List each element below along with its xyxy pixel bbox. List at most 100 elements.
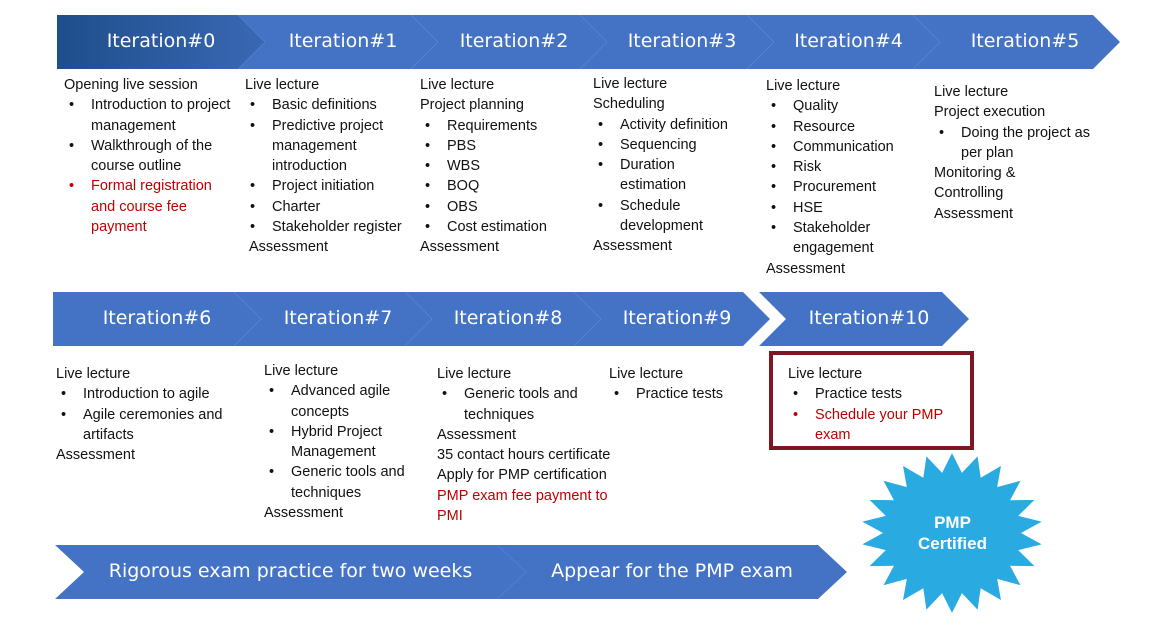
column-heading: Live lecture [593,76,668,92]
list-item: Activity definition [593,115,753,136]
iteration-10-content: Live lecture Practice tests Schedule you… [788,364,968,445]
column-heading: Live lecture [420,77,495,93]
iteration-5-label: Iteration#5 [970,30,1080,52]
chevron-iteration-2 [411,15,607,69]
list-item: PBS [420,136,590,157]
iteration-10-highlight-box [769,351,974,450]
list-item: Duration estimation [593,155,715,196]
list-item: Basic definitions [245,95,405,116]
list-item: Stakeholder engagement [766,218,888,259]
column-heading: Live lecture [766,78,841,94]
column-tail: Assessment [437,426,516,443]
chevron-iteration-4 [747,15,940,69]
column-tail: Controlling [934,185,1004,202]
iteration-10-label: Iteration#10 [808,307,930,329]
list-item: Procurement [766,177,916,198]
list-item: OBS [420,197,590,218]
column-tail: Assessment [934,205,1013,222]
column-tail: Assessment [56,447,135,464]
column-tail: Apply for PMP certification [437,467,607,484]
column-heading: Live lecture [788,366,863,382]
column-tail: PMP exam fee payment to [437,487,608,504]
list-item: WBS [420,156,590,177]
list-item: Resource [766,117,916,138]
list-item: Advanced agile concepts [264,381,401,422]
list-item: Risk [766,157,916,178]
iteration-4-content: Live lecture Quality Resource Communicat… [766,76,916,279]
list-item: Doing the project as per plan [934,123,1094,164]
chevron-appear-exam [497,545,847,599]
list-item: Requirements [420,116,590,137]
pmp-certified-star [859,450,1045,616]
column-heading: Opening live session [64,77,198,93]
column-heading: Live lecture [437,366,512,382]
iteration-7-content: Live lecture Advanced agile concepts Hyb… [264,361,419,523]
column-tail: PMI [437,508,463,525]
column-subheading: Project execution [934,104,1046,121]
column-heading: Live lecture [934,84,1009,100]
iteration-6-label: Iteration#6 [102,307,212,329]
iteration-0-content: Opening live session Introduction to pro… [64,75,234,237]
column-tail: Assessment [766,260,845,277]
pmp-certified-badge-text: PMP Certified [905,512,1000,554]
column-heading: Live lecture [56,366,131,382]
iteration-8-label: Iteration#8 [453,307,563,329]
iteration-1-content: Live lecture Basic definitions Predictiv… [245,75,405,258]
chevron-iteration-10 [759,292,969,346]
chevron-iteration-5 [913,15,1120,69]
list-item: Generic tools and techniques [437,384,589,425]
list-item: Practice tests [609,384,759,405]
column-tail: Assessment [420,239,499,256]
list-item: Stakeholder register [245,217,405,238]
column-tail: Assessment [264,505,343,522]
list-item: Introduction to project management [64,95,234,136]
list-item: Formal registration and course fee payme… [64,176,234,237]
list-item: Generic tools and techniques [264,462,419,503]
iteration-9-label: Iteration#9 [622,307,732,329]
list-item: Project initiation [245,176,405,197]
list-item: Cost estimation [420,217,590,238]
chevron-iteration-6 [53,292,261,346]
chevron-iteration-8 [405,292,601,346]
iteration-6-content: Live lecture Introduction to agile Agile… [56,364,246,465]
iteration-7-label: Iteration#7 [283,307,393,329]
appear-exam-label: Appear for the PMP exam [551,560,793,582]
list-item: Schedule development [593,196,730,237]
chevron-iteration-7 [234,292,432,346]
iteration-2-content: Live lecture Project planning Requiremen… [420,75,590,258]
list-item: Hybrid Project Management [264,422,401,463]
list-item: Charter [245,197,405,218]
iteration-2-label: Iteration#2 [459,30,569,52]
column-tail: Assessment [593,238,672,255]
list-item: Communication [766,137,916,158]
list-item: Schedule your PMP exam [788,405,968,446]
list-item: BOQ [420,176,590,197]
column-heading: Live lecture [264,363,339,379]
chevron-iteration-3 [580,15,774,69]
iteration-4-label: Iteration#4 [794,30,903,52]
list-item: HSE [766,198,916,219]
iteration-5-content: Live lecture Project execution Doing the… [934,82,1094,224]
badge-line-1: PMP [934,513,971,532]
column-tail: Assessment [249,239,328,256]
list-item: Practice tests [788,384,968,405]
iteration-3-content: Live lecture Scheduling Activity definit… [593,74,753,257]
column-heading: Live lecture [245,77,320,93]
exam-practice-label: Rigorous exam practice for two weeks [108,560,473,582]
iteration-9-content: Live lecture Practice tests [609,364,759,405]
iteration-8-content: Live lecture Generic tools and technique… [437,364,611,526]
list-item: Agile ceremonies and artifacts [56,405,233,446]
list-item: Predictive project management introducti… [245,116,405,177]
iteration-1-label: Iteration#1 [288,30,398,52]
column-heading: Live lecture [609,366,684,382]
chevron-iteration-9 [574,292,770,346]
list-item: Introduction to agile [56,384,246,405]
chevron-iteration-0 [57,15,265,69]
list-item: Walkthrough of the course outline [64,136,234,177]
badge-line-2: Certified [918,534,987,553]
column-subheading: Project planning [420,97,524,114]
column-tail: 35 contact hours certificate [437,447,611,464]
chevron-exam-practice [55,545,526,599]
list-item: Quality [766,96,916,117]
